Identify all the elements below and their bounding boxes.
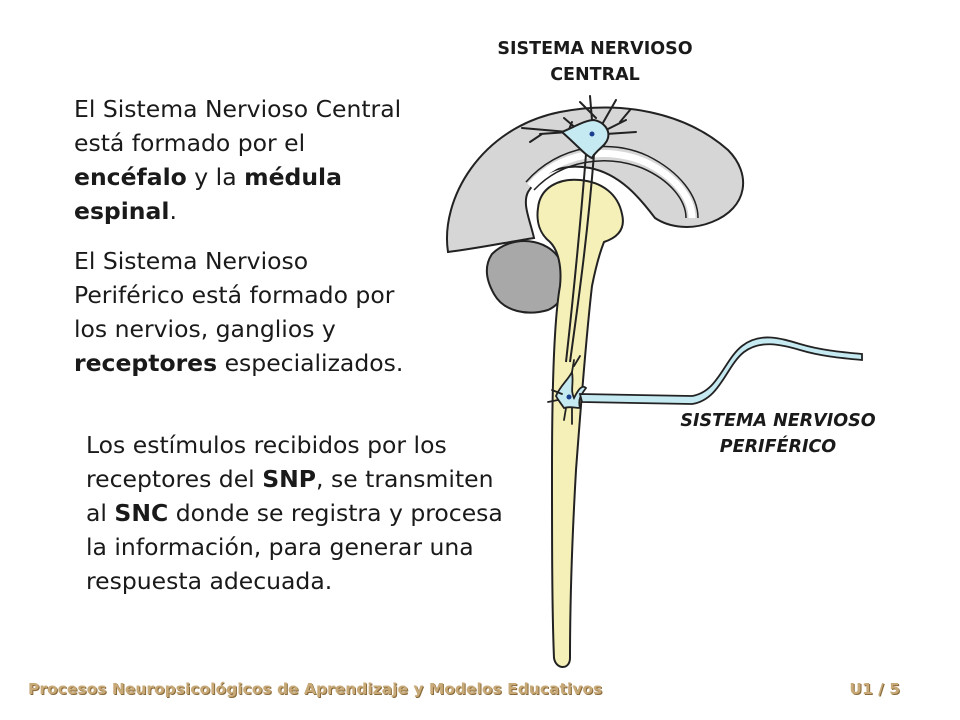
snc-label: SISTEMA NERVIOSO CENTRAL	[445, 36, 745, 88]
brainstem-spinal-cord	[536, 178, 624, 668]
term-encefalo: encéfalo	[74, 163, 187, 191]
text-segment: , se transmiten al	[86, 465, 494, 527]
term-medula-espinal: médula espinal	[74, 163, 342, 225]
stimulus-description: Los estímulos recibidos por los receptor…	[86, 428, 511, 598]
text-segment: donde se registra y procesa la informaci…	[86, 499, 503, 595]
nervous-system-diagram	[446, 95, 863, 668]
text-segment: y la	[186, 163, 245, 191]
snc-label-line2: CENTRAL	[550, 65, 640, 85]
snp-label: SISTEMA NERVIOSO PERIFÉRICO	[628, 408, 928, 460]
descending-axon	[565, 153, 595, 363]
footer-course-title: Procesos Neuropsicológicos de Aprendizaj…	[28, 680, 603, 698]
text-segment: .	[169, 197, 177, 225]
text-segment: El Sistema Nervioso Periférico está form…	[74, 247, 395, 343]
text-segment: Los estímulos recibidos por los receptor…	[86, 431, 447, 493]
term-snp: SNP	[262, 465, 317, 493]
corpus-callosum-line	[527, 150, 696, 219]
peripheral-neuron-nucleus	[566, 394, 572, 400]
cerebrum	[446, 106, 744, 254]
snp-label-line1: SISTEMA NERVIOSO	[680, 411, 876, 431]
term-snc: SNC	[114, 499, 169, 527]
term-receptores: receptores	[74, 349, 218, 377]
cerebellum	[486, 240, 567, 314]
snp-description: El Sistema Nervioso Periférico está form…	[74, 244, 404, 380]
text-segment: El Sistema Nervioso Central está formado…	[74, 95, 402, 157]
text-segment: especializados.	[217, 349, 404, 377]
central-neuron	[521, 95, 637, 363]
central-neuron-nucleus	[589, 131, 595, 137]
footer-page-number: U1 / 5	[849, 680, 900, 698]
peripheral-nerve	[578, 336, 863, 405]
snc-label-line1: SISTEMA NERVIOSO	[497, 39, 693, 59]
snc-description: El Sistema Nervioso Central está formado…	[74, 92, 419, 228]
peripheral-neuron	[547, 336, 863, 425]
snp-label-line2: PERIFÉRICO	[719, 437, 837, 457]
